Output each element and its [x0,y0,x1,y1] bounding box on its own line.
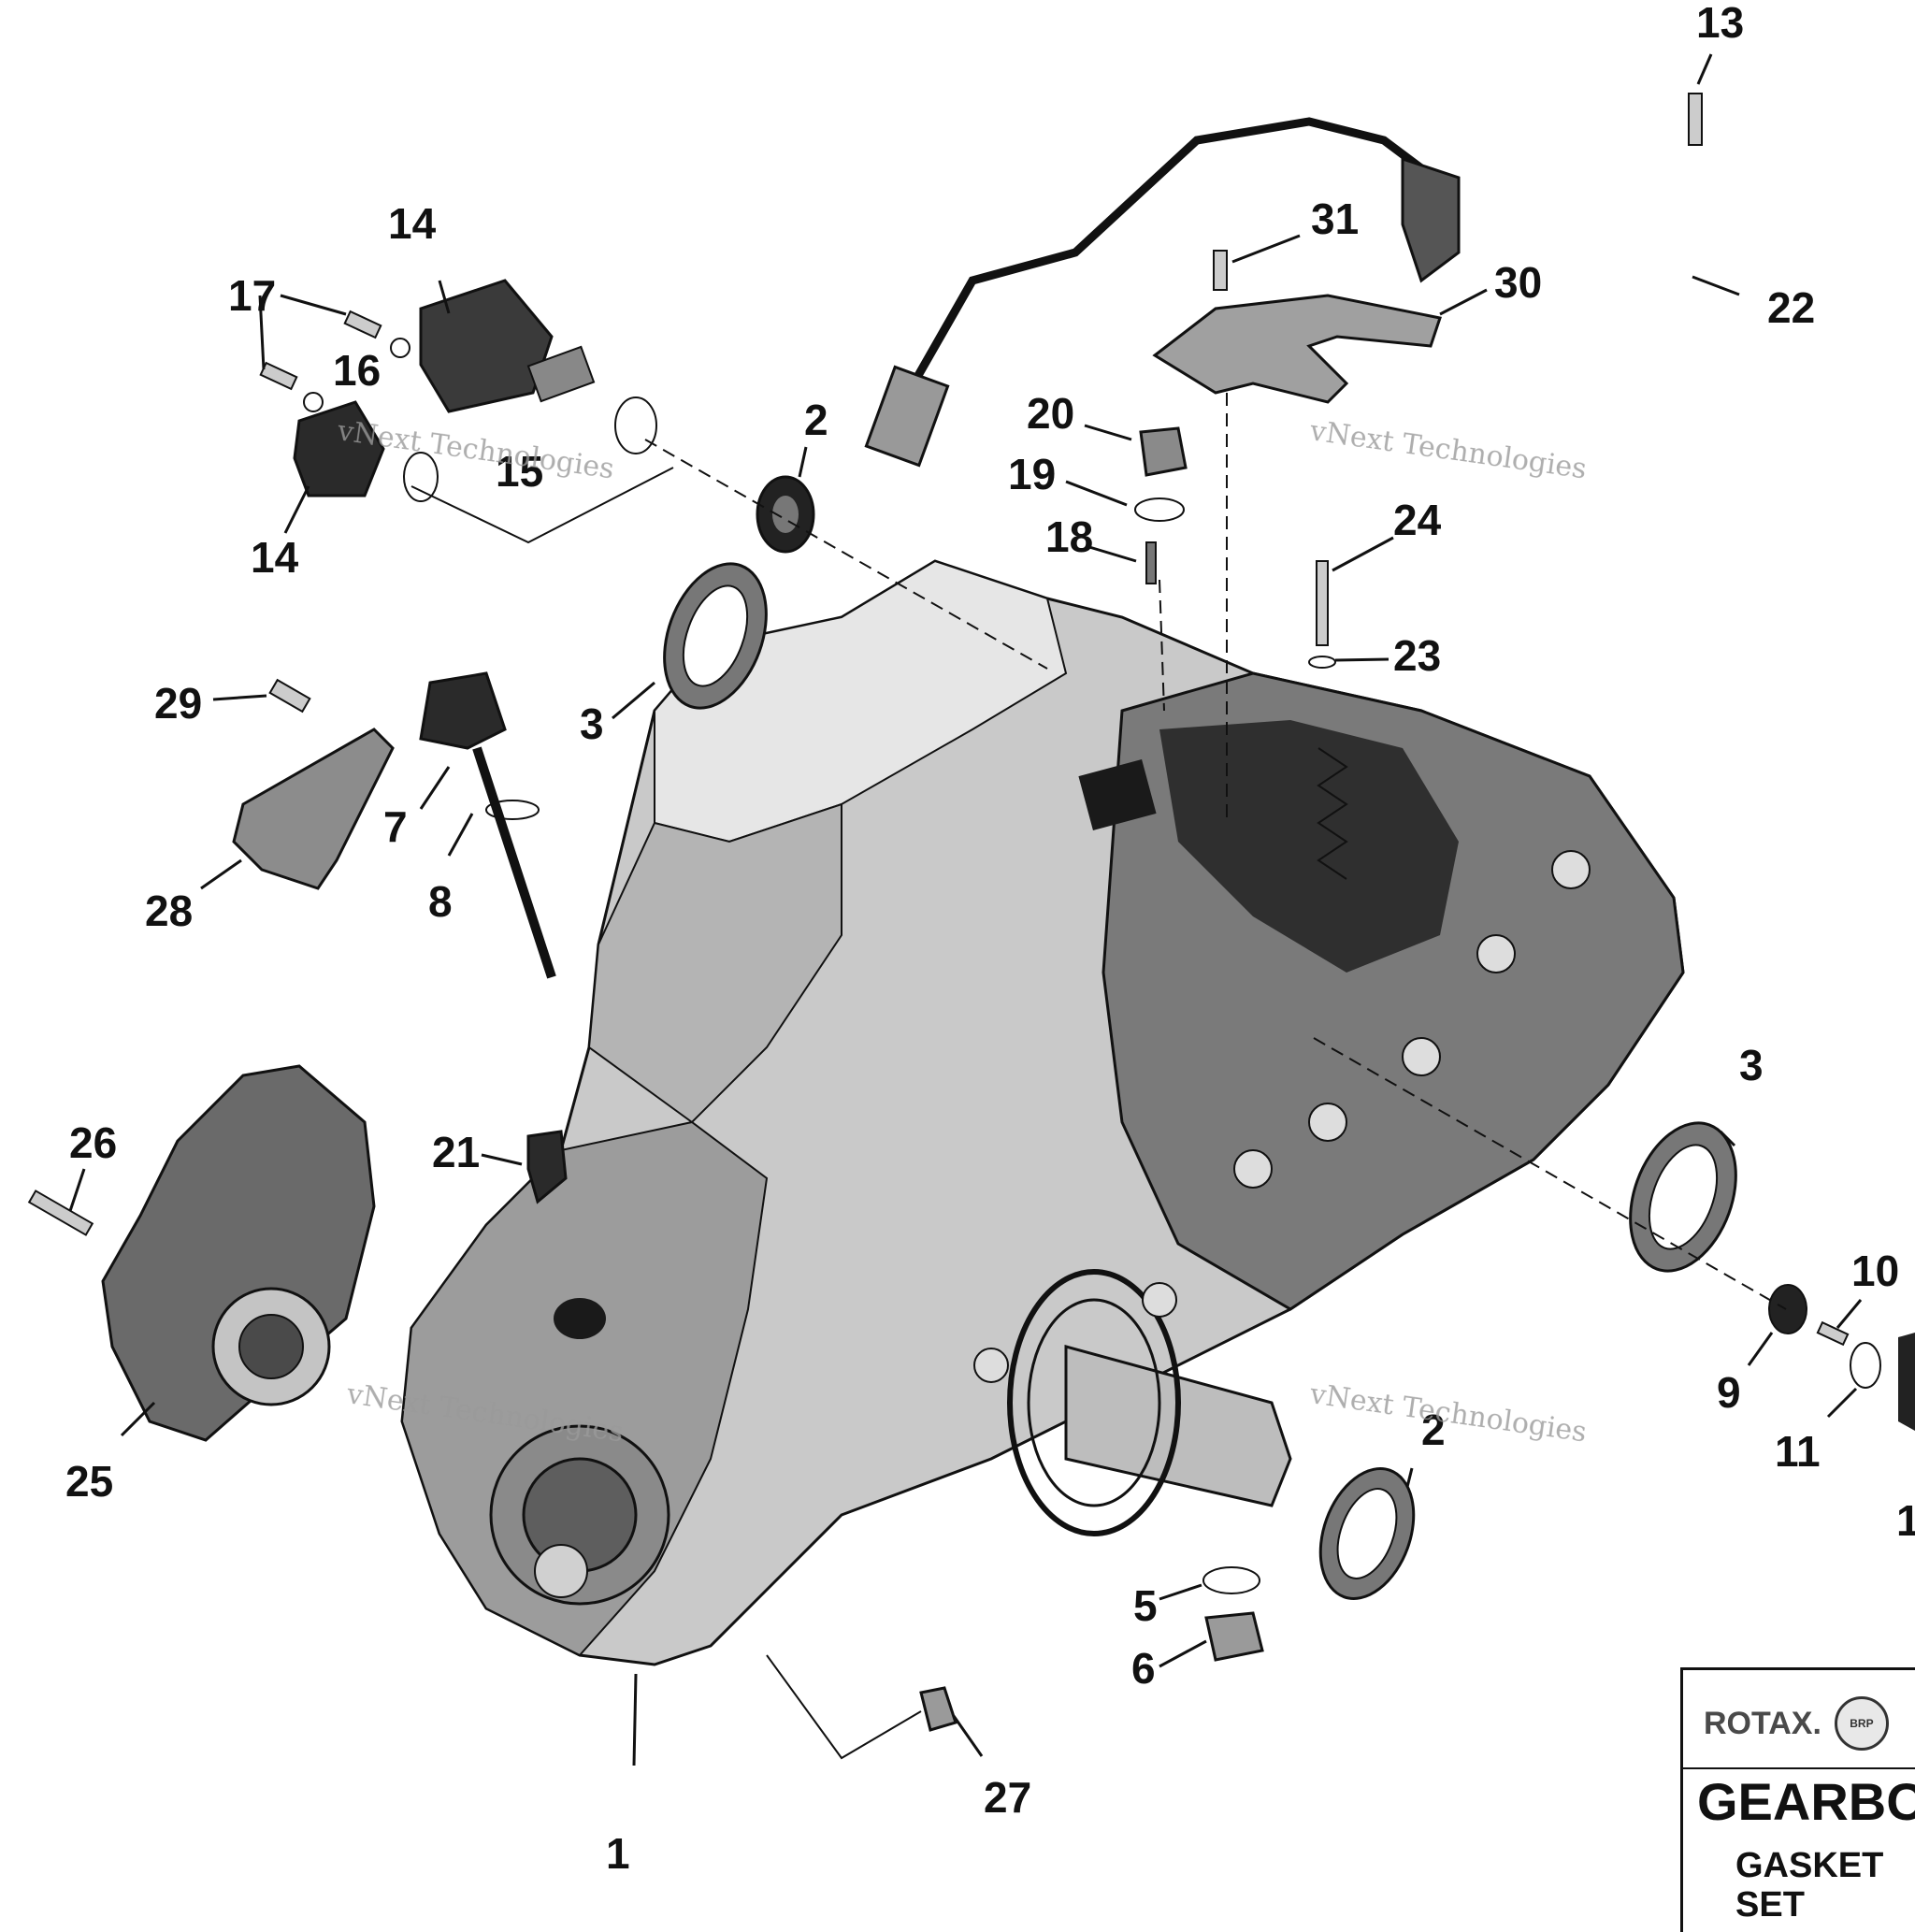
rotax-logo: ROTAX. [1704,1705,1821,1741]
watermark-text: vNext Technologies [1307,1377,1589,1449]
callout-24: 24 [1393,496,1442,544]
callout-1: 1 [606,1829,630,1878]
callout-9: 9 [1717,1368,1741,1417]
diagram-title: GEARBOX [1697,1772,1915,1831]
callouts: 1 2 2 3 3 5 6 7 8 9 10 11 1 13 14 14 15 … [65,0,1915,1878]
callout-2: 2 [1421,1406,1446,1454]
callout-28: 28 [145,887,193,935]
callout-12: 1 [1896,1496,1915,1545]
callout-3: 3 [580,699,604,748]
callout-16: 16 [333,346,381,395]
callout-22: 22 [1767,283,1815,332]
callout-2: 2 [804,396,828,444]
callout-5: 5 [1133,1581,1158,1630]
callout-3: 3 [1739,1041,1764,1089]
brp-logo-icon: BRP [1834,1696,1889,1751]
callout-29: 29 [154,679,202,728]
small-parts [27,93,1915,1732]
callout-17: 17 [228,271,276,320]
callout-15: 15 [496,447,543,496]
callout-10: 10 [1851,1247,1899,1295]
leader-lines [68,53,1863,1766]
callout-14: 14 [388,199,437,248]
title-block: ROTAX. BRP GEARBOX GASKET SET [1680,1667,1915,1932]
callout-11: 11 [1775,1427,1821,1476]
callout-19: 19 [1008,450,1056,498]
callout-6: 6 [1131,1644,1156,1693]
callout-20: 20 [1027,389,1074,438]
subtitle-line: SET [1735,1885,1805,1925]
callout-14: 14 [251,533,299,582]
side-cover [101,1064,376,1442]
callout-18: 18 [1045,512,1093,561]
callout-26: 26 [69,1118,117,1167]
callout-30: 30 [1494,258,1542,307]
watermark-text: vNext Technologies [1307,414,1589,485]
callout-13: 13 [1696,0,1744,47]
callout-27: 27 [984,1773,1031,1822]
watermark-text: vNext Technologies [335,414,616,485]
callout-25: 25 [65,1457,113,1506]
callout-8: 8 [428,877,453,926]
logo-row: ROTAX. BRP [1704,1696,1889,1751]
divider [1683,1767,1915,1769]
gearbox-housing [400,559,1685,1666]
callout-23: 23 [1393,631,1441,680]
subtitle-line: GASKET [1735,1846,1884,1885]
callout-31: 31 [1311,195,1359,243]
diagram-subtitle: GASKET SET [1735,1846,1883,1925]
callout-21: 21 [432,1128,480,1176]
callout-7: 7 [383,802,408,851]
